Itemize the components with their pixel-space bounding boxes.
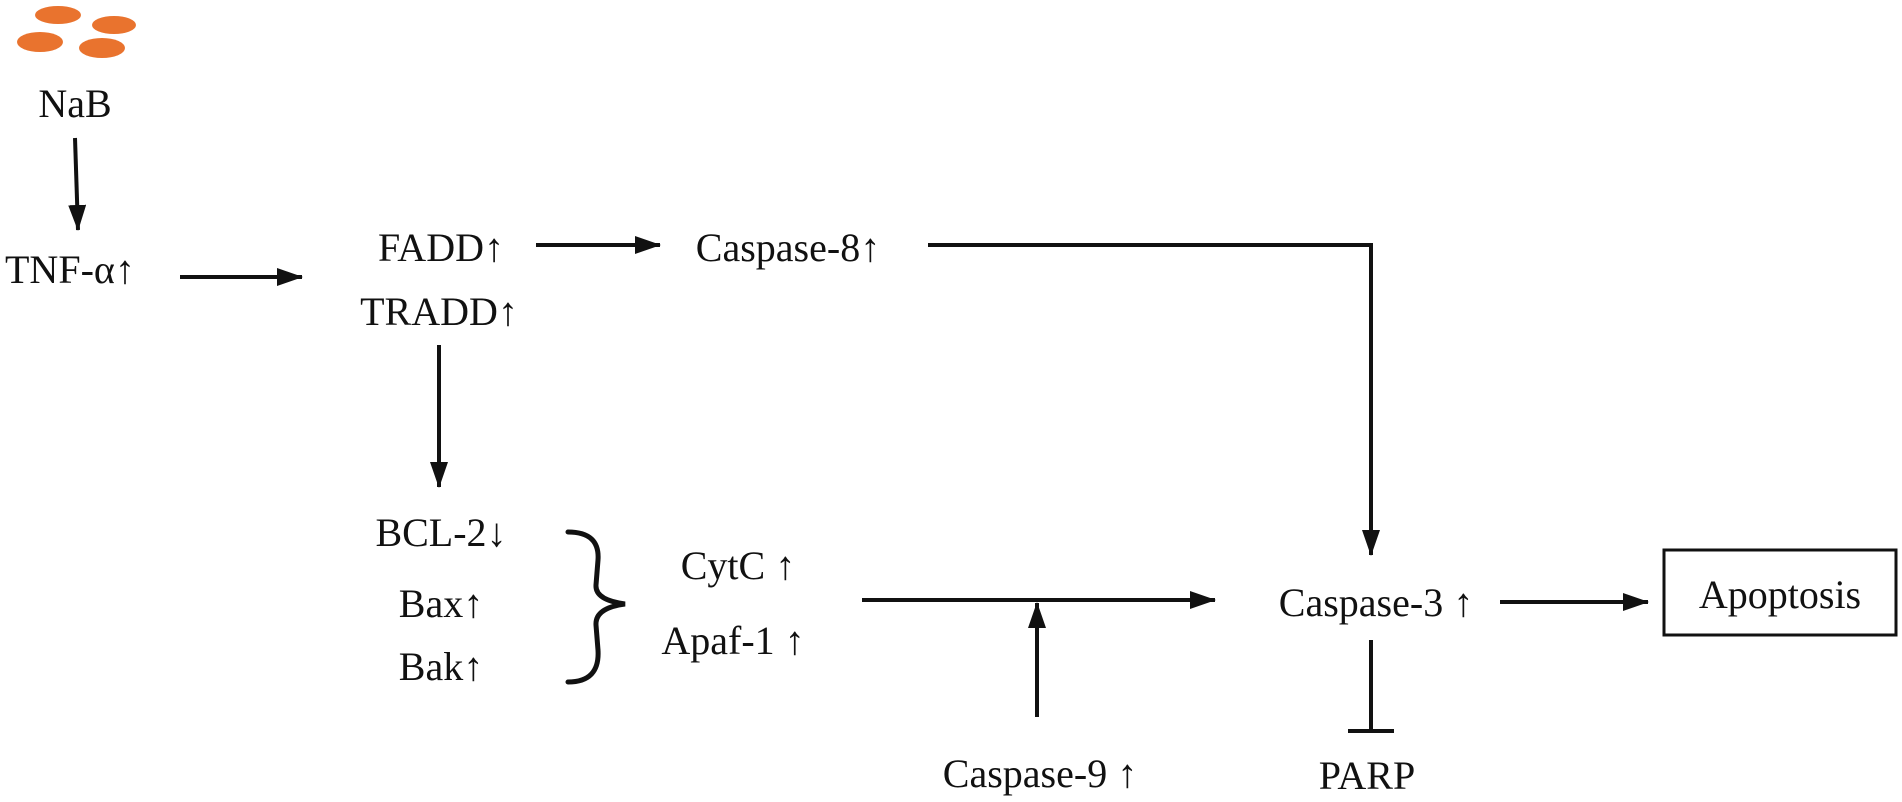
bracket-bcl2-bax-bak [565, 529, 626, 685]
pill-icon [35, 6, 81, 24]
node-apoptosis: Apoptosis [1699, 572, 1861, 617]
node-bax: Bax↑ [399, 581, 483, 626]
arrow-caspase-8-to-caspase-3 [928, 243, 1380, 556]
node-tnf-alpha: TNF-α↑ [5, 247, 135, 292]
node-caspase-8: Caspase-8↑ [696, 225, 880, 270]
node-nab: NaB [38, 81, 111, 126]
node-bcl-2: BCL-2↓ [375, 510, 506, 555]
node-cytc: CytC ↑ [681, 543, 795, 588]
pill-icon [17, 32, 63, 52]
node-parp: PARP [1319, 753, 1415, 798]
node-caspase-9: Caspase-9 ↑ [943, 751, 1137, 796]
node-apaf-1: Apaf-1 ↑ [661, 618, 804, 663]
pill-icon [92, 16, 136, 34]
pill-icon [79, 38, 125, 58]
node-caspase-3: Caspase-3 ↑ [1279, 580, 1473, 625]
node-bak: Bak↑ [399, 644, 483, 689]
node-fadd: FADD↑ [378, 225, 504, 270]
nab-pills-icon [17, 6, 136, 58]
node-tradd: TRADD↑ [360, 289, 518, 334]
apoptosis-box [1662, 548, 1898, 637]
arrow-nab-to-tnf [68, 137, 87, 231]
